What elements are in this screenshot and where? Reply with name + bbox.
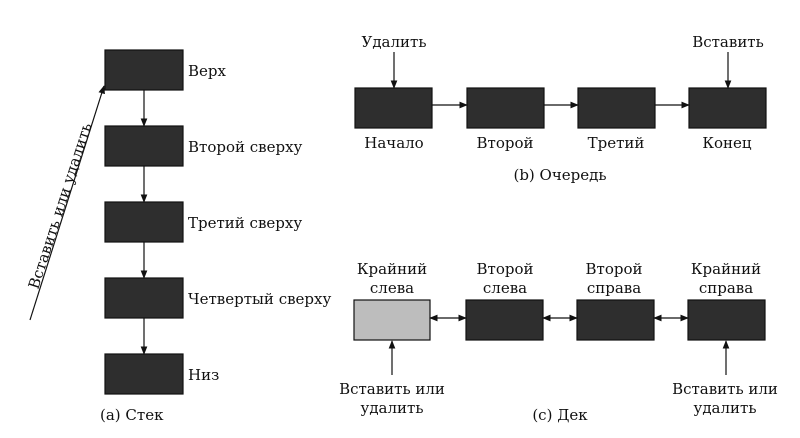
deque-diagram: Крайний слева Второй слева Второй справа… — [339, 260, 778, 424]
stack-diagram: Верх Второй сверху Третий сверху Четверт… — [25, 49, 331, 424]
stack-caption: (a) Стек — [100, 406, 164, 424]
stack-label-second: Второй сверху — [188, 138, 303, 156]
deque-label-second-left-1: Второй — [477, 260, 534, 278]
stack-label-third: Третий сверху — [188, 214, 302, 232]
queue-caption: (b) Очередь — [513, 166, 606, 184]
deque-left-op-label-2: удалить — [361, 399, 424, 417]
queue-diagram: Удалить Вставить Начало Второй Третий Ко… — [354, 33, 767, 184]
queue-insert-label: Вставить — [692, 33, 764, 51]
deque-left-op-label-1: Вставить или — [339, 380, 445, 398]
stack-label-top: Верх — [188, 62, 227, 80]
queue-node-tail — [688, 87, 767, 129]
deque-label-second-right-1: Второй — [586, 260, 643, 278]
stack-node-third — [104, 201, 184, 243]
deque-node-second-left — [465, 299, 544, 341]
deque-node-rightmost — [687, 299, 766, 341]
deque-right-op-label-1: Вставить или — [672, 380, 778, 398]
deque-label-second-right-2: справа — [587, 279, 641, 297]
deque-label-leftmost-1: Крайний — [357, 260, 427, 278]
stack-insert-remove-label: Вставить или удалить — [25, 121, 96, 292]
deque-node-leftmost — [353, 299, 431, 341]
stack-insert-remove-arrow — [29, 85, 105, 321]
stack-node-fourth — [104, 277, 184, 319]
deque-label-rightmost-2: справа — [699, 279, 753, 297]
queue-remove-label: Удалить — [361, 33, 426, 51]
deque-label-rightmost-1: Крайний — [691, 260, 761, 278]
deque-label-leftmost-2: слева — [370, 279, 414, 297]
stack-node-second — [104, 125, 184, 167]
queue-label-head: Начало — [364, 134, 423, 152]
deque-label-second-left-2: слева — [483, 279, 527, 297]
deque-caption: (c) Дек — [532, 406, 588, 424]
queue-label-second: Второй — [477, 134, 534, 152]
stack-node-bottom — [104, 353, 184, 395]
stack-label-fourth: Четвертый сверху — [188, 290, 331, 308]
deque-node-second-right — [576, 299, 655, 341]
deque-right-op-label-2: удалить — [694, 399, 757, 417]
queue-node-second — [466, 87, 545, 129]
queue-label-tail: Конец — [702, 134, 752, 152]
queue-node-third — [577, 87, 656, 129]
queue-node-head — [354, 87, 433, 129]
stack-label-bottom: Низ — [188, 366, 219, 384]
stack-node-top — [104, 49, 184, 91]
queue-label-third: Третий — [588, 134, 645, 152]
